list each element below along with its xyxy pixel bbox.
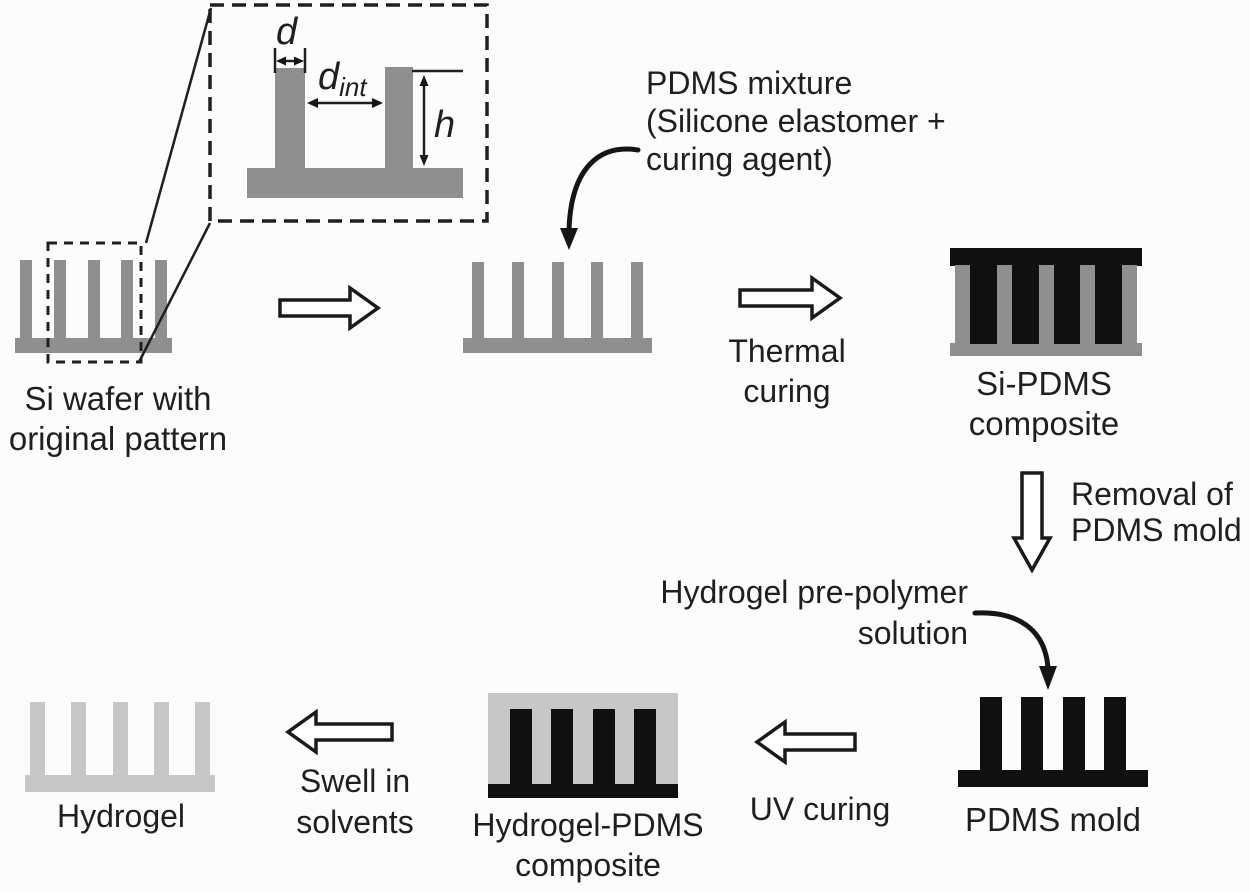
hydrogel-prepolymer-line2: solution (857, 615, 968, 651)
figure-rect (20, 260, 32, 339)
figure-rect (25, 775, 215, 792)
figure-rect (54, 260, 66, 339)
figure-rect (970, 265, 997, 344)
si-wafer-label-line2: original pattern (8, 420, 228, 457)
removal-down-arrow-icon (1011, 471, 1053, 574)
dimension-dint-label: dint (318, 58, 367, 106)
figure-rect (615, 709, 634, 784)
figure-rect (463, 338, 652, 353)
figure-rect (472, 262, 484, 339)
removal-line1: Removal of (1071, 476, 1233, 512)
figure-rect (1012, 265, 1039, 344)
figure-rect (552, 262, 564, 339)
hydrogel-label: Hydrogel (56, 798, 186, 834)
si-wafer-label-line1: Si wafer with (24, 380, 212, 417)
dimension-d-label: d (276, 11, 298, 53)
si-pdms-composite-label: Si-PDMS composite (948, 364, 1140, 444)
hydrogel-prepolymer-label: Hydrogel pre-polymer solution (628, 572, 968, 654)
figure-rect (1021, 697, 1043, 771)
thermal-curing-label: Thermal curing (712, 331, 862, 411)
removal-line2: PDMS mold (1071, 512, 1242, 548)
hydrogel-pdms-composite-label: Hydrogel-PDMS composite (452, 805, 724, 885)
figure-rect (955, 265, 970, 344)
figure-rect (950, 248, 1142, 266)
pdms-mixture-line1: PDMS mixture (646, 65, 853, 101)
figure-rect (631, 262, 643, 339)
molding-step-right-arrow-icon (278, 284, 382, 332)
figure-rect (656, 709, 678, 784)
uv-curing-label: UV curing (749, 791, 891, 827)
si-pdms-composite-figure (950, 248, 1142, 356)
figure-rect (195, 702, 210, 776)
figure-rect (121, 260, 133, 339)
swell-left-arrow-icon (284, 708, 394, 756)
figure-rect (15, 338, 172, 353)
figure-rect (154, 702, 169, 776)
figure-rect (1122, 265, 1137, 344)
figure-rect (573, 709, 593, 784)
pdms-mold-figure (958, 697, 1148, 787)
figure-rect (88, 260, 100, 339)
figure-rect (1104, 697, 1126, 771)
figure-rect (1054, 265, 1080, 344)
figure-rect (113, 702, 128, 776)
thermal-curing-right-arrow-icon (738, 274, 844, 322)
figure-rect (634, 709, 656, 784)
figure-rect (155, 260, 167, 339)
hydrogel-pdms-line2: composite (515, 847, 661, 883)
pdms-mixture-line2: (Silicone elastomer + (646, 103, 946, 139)
figure-rect (551, 709, 573, 784)
prepolymer-pour-curved-arrow-icon (972, 610, 1057, 690)
figure-rect (488, 783, 678, 798)
pdms-mixture-label: PDMS mixture (Silicone elastomer + curin… (646, 64, 946, 178)
hydrogel-pdms-composite-figure (488, 693, 678, 798)
thermal-curing-line1: Thermal (728, 333, 846, 369)
figure-rect (591, 262, 603, 339)
callout-line-top (144, 7, 213, 244)
dint-subscript: int (339, 72, 367, 102)
dint-base: d (318, 56, 340, 98)
pdms-mixture-line3: curing agent) (646, 141, 833, 177)
figure-rect (385, 67, 413, 168)
patterned-wafer-with-pdms-figure (463, 262, 652, 353)
figure-rect (512, 262, 524, 339)
figure-rect (275, 68, 305, 169)
swell-label: Swell in solvents (281, 761, 429, 843)
hydrogel-prepolymer-line1: Hydrogel pre-polymer (660, 574, 968, 610)
figure-rect (510, 709, 532, 784)
figure-rect (247, 168, 463, 198)
figure-rect (532, 709, 551, 784)
swell-line1: Swell in (299, 763, 411, 799)
figure-rect (488, 709, 510, 784)
figure-rect (593, 709, 615, 784)
figure-rect (30, 702, 45, 776)
figure-rect (71, 702, 86, 776)
hydrogel-figure (25, 702, 215, 792)
figure-rect (997, 265, 1012, 344)
figure-rect (1095, 265, 1122, 344)
hydrogel-pdms-line1: Hydrogel-PDMS (472, 807, 704, 843)
si-pdms-line2: composite (968, 405, 1120, 442)
figure-rect (950, 343, 1142, 356)
uv-curing-left-arrow-icon (753, 718, 857, 766)
si-wafer-label: Si wafer with original pattern (0, 379, 236, 459)
figure-rect (980, 697, 1002, 771)
si-wafer-figure (15, 260, 172, 353)
dimension-h-label: h (434, 104, 456, 146)
pdms-mold-label: PDMS mold (964, 801, 1142, 838)
figure-rect (1063, 697, 1085, 771)
swell-line2: solvents (296, 804, 414, 840)
figure-rect (958, 770, 1148, 787)
thermal-curing-line2: curing (743, 373, 831, 409)
pdms-pour-curved-arrow-icon (560, 146, 641, 250)
figure-rect (1039, 265, 1054, 344)
si-pdms-line1: Si-PDMS (976, 365, 1112, 402)
removal-label: Removal of PDMS mold (1071, 476, 1242, 548)
figure-rect (1080, 265, 1095, 344)
figure-rect (488, 693, 678, 710)
